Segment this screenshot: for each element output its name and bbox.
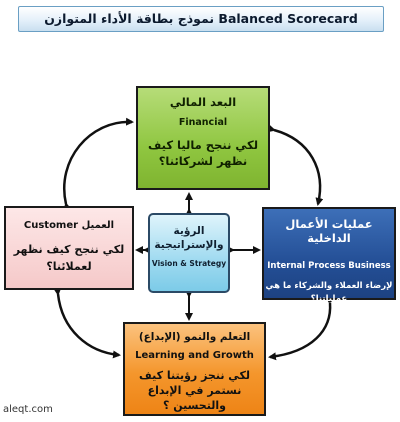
customer-en-title: Customer bbox=[23, 220, 79, 231]
internal-en-title: Internal Process Business bbox=[267, 261, 391, 271]
financial-question: لكي ننجح ماليا كيف نظهر لشركائنا؟ bbox=[147, 138, 259, 168]
vision-en-title: Vision & Strategy bbox=[151, 259, 227, 268]
financial-box: البعد المالي Financial لكي ننجح ماليا كي… bbox=[136, 86, 270, 190]
customer-box: Customer العميل لكي ننجح كيف نظهر لعملائ… bbox=[4, 206, 134, 290]
financial-ar-title: البعد المالي bbox=[169, 95, 237, 109]
learning-en-title: Learning and Growth bbox=[135, 350, 254, 361]
arrow-financial-internal bbox=[267, 124, 324, 206]
customer-ar-title: العميل bbox=[81, 220, 115, 231]
arrow-customer-financial bbox=[63, 117, 134, 211]
arrow-internal-learning bbox=[268, 296, 334, 361]
learning-question: لكي ننجز رؤيتنا كيف نستمر في الإبداع وال… bbox=[139, 369, 250, 412]
internal-process-box: عمليات الأعمال الداخلية Internal Process… bbox=[262, 207, 396, 304]
customer-question: لكي ننجح كيف نظهر لعملائنا؟ bbox=[13, 243, 125, 273]
diagram-title: نموذج بطاقة الأداء المتوازن Balanced Sco… bbox=[18, 6, 384, 32]
learning-growth-box: التعلم والنمو (الإبداع) Learning and Gro… bbox=[123, 322, 266, 416]
internal-question: لإرضاء العملاء والشركاء ما هي عملياتنا؟ bbox=[265, 281, 393, 304]
source-credit: aleqt.com bbox=[3, 404, 53, 415]
arrow-customer-learning bbox=[53, 287, 121, 359]
financial-en-title: Financial bbox=[178, 117, 228, 128]
vision-strategy-box: الرؤية والإستراتيجية Vision & Strategy bbox=[148, 213, 230, 293]
internal-ar-title: عمليات الأعمال الداخلية bbox=[285, 217, 373, 245]
learning-ar-title: التعلم والنمو (الإبداع) bbox=[138, 331, 251, 343]
vision-ar-title: الرؤية والإستراتيجية bbox=[154, 225, 224, 251]
